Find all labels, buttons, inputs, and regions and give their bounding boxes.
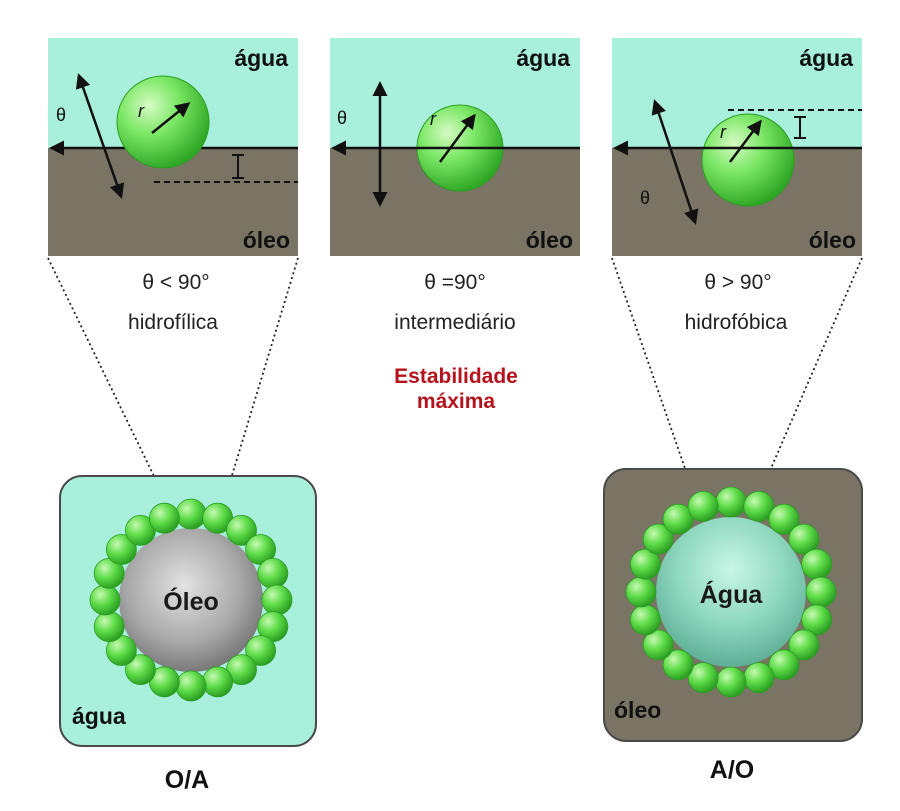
oil-label: óleo	[526, 227, 573, 253]
particle-bead	[642, 523, 674, 555]
type-caption: hidrofóbica	[685, 311, 788, 334]
particle-bead	[106, 534, 137, 565]
particle	[116, 75, 210, 169]
oil-label: óleo	[809, 227, 856, 253]
zoom-line-left-b	[222, 257, 299, 506]
radius-label: r	[720, 122, 727, 142]
particle-bead	[788, 523, 820, 555]
particle-bead	[642, 629, 674, 661]
particle-bead	[662, 503, 694, 535]
particle-bead	[662, 649, 694, 681]
particle-shell	[89, 498, 293, 702]
particle-bead	[715, 486, 747, 518]
oil-label: óleo	[243, 227, 290, 253]
contact-angle-arrow	[75, 73, 125, 199]
particle-bead	[245, 635, 277, 666]
droplet-label: Óleo	[163, 586, 219, 616]
particle-bead	[630, 548, 661, 580]
particle-bead	[743, 490, 775, 522]
water-label: água	[799, 45, 853, 71]
contact-angle-arrow	[651, 99, 699, 225]
emulsion-water-in-oil: Água óleo A/O	[603, 468, 863, 784]
particle-bead	[175, 670, 207, 702]
particle-bead	[261, 584, 293, 616]
water-label: água	[234, 45, 288, 71]
particle-bead	[687, 662, 719, 693]
particle-bead	[788, 629, 820, 661]
type-caption: hidrofílica	[128, 311, 218, 334]
particle-bead	[630, 604, 661, 636]
radius-arrow	[729, 119, 762, 163]
theta-label: θ	[640, 188, 650, 208]
particle-bead	[202, 666, 234, 698]
radius-label: r	[138, 101, 145, 121]
droplet-label: Água	[700, 580, 764, 609]
particle-bead	[743, 662, 775, 693]
stability-label-line2: máxima	[417, 390, 496, 413]
zoom-line-right-a	[611, 257, 698, 504]
particle-bead	[687, 490, 719, 522]
particle-bead	[125, 654, 156, 685]
type-caption: intermediário	[394, 311, 515, 334]
particle-bead	[89, 584, 121, 616]
oil-droplet	[119, 528, 263, 672]
angle-caption: θ < 90°	[142, 271, 209, 294]
particle-bead	[801, 548, 832, 580]
water-droplet	[656, 517, 806, 667]
zoom-lines	[47, 257, 863, 506]
particle	[701, 113, 795, 207]
particle-bead	[625, 576, 657, 608]
radius-arrow	[438, 113, 476, 163]
particle-bead	[93, 611, 125, 642]
emulsion-oil-in-water: Óleo água O/A	[59, 475, 317, 794]
medium-label: óleo	[614, 697, 661, 723]
zoom-line-left-a	[47, 257, 169, 506]
particle-bead	[768, 503, 800, 535]
radius-label: r	[430, 109, 437, 129]
particle-bead	[175, 498, 207, 530]
emulsion-type-label: A/O	[710, 756, 754, 784]
panel-hydrophobic: r θ água óleo θ > 90° hidrofóbica	[612, 38, 862, 334]
radius-arrow	[151, 102, 191, 134]
angle-caption: θ > 90°	[704, 271, 771, 294]
water-label: água	[516, 45, 570, 71]
particle-bead	[226, 515, 257, 546]
particle-bead	[768, 649, 800, 681]
panel-intermediate: r θ água óleo θ =90° intermediário Estab…	[330, 38, 580, 413]
medium-label: água	[72, 703, 126, 729]
particle-bead	[805, 576, 837, 608]
zoom-line-right-b	[755, 257, 863, 504]
stability-label-line1: Estabilidade	[394, 365, 518, 388]
theta-label: θ	[337, 108, 347, 128]
particle-bead	[715, 666, 747, 698]
emulsion-type-label: O/A	[165, 766, 209, 794]
particle-bead	[801, 604, 832, 636]
angle-caption: θ =90°	[424, 271, 486, 294]
theta-label: θ	[56, 105, 66, 125]
panel-hydrophilic: r θ água óleo θ < 90° hidrofílica	[48, 38, 298, 334]
particle-shell	[625, 486, 837, 698]
particle-bead	[148, 502, 180, 534]
particle-bead	[257, 558, 289, 589]
